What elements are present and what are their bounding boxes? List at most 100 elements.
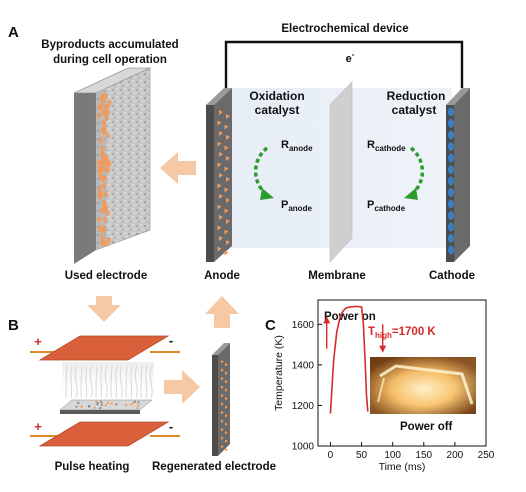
cathode-catalyst-particle xyxy=(448,245,454,255)
heat-streak xyxy=(104,365,108,399)
anode-catalyst-particle xyxy=(219,236,223,241)
anode-catalyst-particle xyxy=(226,240,230,245)
panel-a-letter: A xyxy=(8,24,19,41)
membrane-sheet xyxy=(329,81,353,263)
heat-streak xyxy=(140,365,143,399)
sample-slab-particles xyxy=(75,400,140,410)
regen-catalyst-particle xyxy=(221,428,224,432)
cathode-catalyst-particle xyxy=(448,119,454,128)
right-flow-arrow xyxy=(164,370,200,404)
cathode-catalyst-particle xyxy=(448,234,454,243)
used-electrode-side-face xyxy=(74,93,96,264)
byproduct-flake xyxy=(102,175,107,182)
slab-particle xyxy=(100,403,103,407)
down-flow-arrow xyxy=(87,296,121,322)
cathode-top-face xyxy=(446,88,470,105)
regen-catalyst-particle xyxy=(221,411,224,415)
heat-streak xyxy=(70,365,73,399)
slab-particle xyxy=(137,401,140,404)
panel-c-letter: C xyxy=(265,317,276,334)
heat-streak xyxy=(89,365,93,399)
anode-reaction-arrowhead xyxy=(260,188,274,200)
regenerated-electrode-label: Regenerated electrode xyxy=(152,461,276,473)
heat-streak xyxy=(74,365,78,399)
y-tick-label: 1000 xyxy=(292,442,315,453)
byproduct-flake xyxy=(101,108,106,115)
power-on-label: Power on xyxy=(324,311,376,323)
heat-streak xyxy=(119,365,123,399)
x-tick-label: 0 xyxy=(328,450,334,461)
heat-streak xyxy=(125,365,128,399)
anode-top-face xyxy=(206,88,232,105)
top-plus-sign: + xyxy=(34,334,42,349)
heat-streak xyxy=(134,365,138,399)
cathode-catalyst-particle xyxy=(448,176,454,186)
x-axis-label: Time (ms) xyxy=(379,461,426,473)
slab-particle xyxy=(104,404,107,407)
slab-particle xyxy=(96,402,99,405)
y-tick-label: 1600 xyxy=(292,320,315,331)
oxidation-catalyst-particles xyxy=(217,110,230,256)
regen-catalyst-particle xyxy=(225,431,228,435)
slab-particle xyxy=(136,407,139,410)
slab-particle xyxy=(133,400,137,403)
byproduct-flake xyxy=(99,150,105,157)
regen-catalyst-particle xyxy=(221,385,224,389)
anode-catalyst-particle xyxy=(224,229,229,235)
photo-filament-left xyxy=(377,377,385,403)
regenerated-electrode xyxy=(212,343,230,456)
byproduct-flake xyxy=(100,235,105,242)
cathode-catalyst-particle xyxy=(448,222,454,232)
byproduct-flake xyxy=(105,132,110,139)
anode-catalyst-particle xyxy=(217,141,222,147)
slab-particle xyxy=(125,403,128,407)
cathode-catalyst-particle xyxy=(448,130,454,140)
cathode-reaction-arrowhead xyxy=(404,188,418,200)
regen-catalyst-particle xyxy=(225,405,228,409)
heat-streak xyxy=(145,365,148,399)
byproduct-flake xyxy=(101,227,107,234)
anode-catalyst-particle xyxy=(217,162,222,168)
slab-particle xyxy=(75,405,78,408)
regen-electrode-side-face xyxy=(212,355,218,456)
regen-catalyst-particle xyxy=(221,436,224,440)
byproduct-flake xyxy=(97,165,103,172)
bottom-heater-plate xyxy=(38,421,170,447)
regen-catalyst-particle xyxy=(221,360,224,364)
heat-streak xyxy=(100,365,103,399)
slab-particle xyxy=(106,402,109,405)
byproduct-flake xyxy=(99,145,105,152)
heat-streak xyxy=(65,365,68,399)
byproduct-flake xyxy=(98,137,103,144)
cathode-catalyst-particle xyxy=(448,107,454,117)
anode-catalyst-particle xyxy=(219,152,223,157)
byproduct-deposits xyxy=(96,93,112,247)
slab-particle xyxy=(80,405,84,408)
byproduct-flake xyxy=(97,112,102,119)
byproduct-flake xyxy=(107,99,112,106)
anode-catalyst-particle xyxy=(224,187,229,193)
byproduct-flake xyxy=(103,191,109,198)
byproduct-flake xyxy=(105,158,111,165)
regen-electrode-front-face xyxy=(218,343,230,456)
cathode-catalyst-particle xyxy=(448,165,454,174)
reduction-catalyst-particles xyxy=(448,107,454,255)
regen-catalyst-particle xyxy=(225,422,228,426)
t-high-label: Thigh=1700 K xyxy=(368,326,436,340)
byproduct-flake xyxy=(97,216,102,223)
byproduct-flake xyxy=(97,193,103,200)
regen-catalyst-particle xyxy=(225,397,228,401)
byproducts-label-line2: during cell operation xyxy=(53,54,167,66)
heat-streak xyxy=(110,365,113,399)
regen-catalyst-particle xyxy=(225,380,228,384)
regen-catalyst-particle xyxy=(225,371,228,375)
regen-catalyst-particle xyxy=(225,363,228,367)
regen-catalyst-particle xyxy=(221,394,224,398)
heat-haze-streaks xyxy=(65,365,153,399)
anode-catalyst-particle xyxy=(224,208,229,214)
x-tick-label: 150 xyxy=(415,450,432,461)
byproduct-flake xyxy=(102,182,107,189)
anode-catalyst-particle xyxy=(217,120,222,126)
